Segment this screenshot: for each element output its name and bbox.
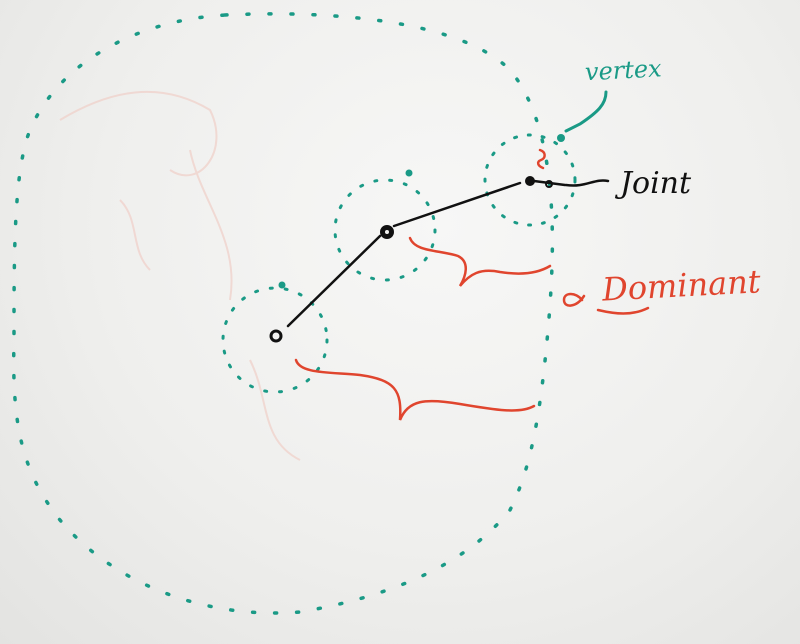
dominant-brace-large — [294, 358, 536, 421]
red-tick-mark — [536, 148, 546, 170]
vertex-dot-1 — [278, 281, 286, 289]
dominant-underline — [596, 306, 650, 315]
joint-influence-circle-2 — [333, 178, 437, 282]
outer-influence-boundary — [11, 12, 555, 615]
vertex-dot-2 — [405, 169, 413, 177]
bone-chain — [286, 179, 567, 328]
proportional-symbol — [562, 292, 586, 307]
ghost-marks — [59, 90, 301, 461]
joint-influence-circle-1 — [221, 286, 329, 394]
vertex-label: vertex — [584, 54, 662, 86]
joint-influence-circle-3 — [483, 133, 577, 227]
joint-2 — [380, 225, 394, 239]
joint-pointer-line — [564, 179, 610, 187]
joint-3 — [525, 176, 553, 188]
dominant-brace-small — [408, 236, 552, 287]
vertex-dot-3 — [557, 134, 565, 142]
joint-label: Joint — [614, 166, 692, 201]
dominant-label: Dominant — [600, 262, 762, 308]
joint-1 — [269, 329, 283, 343]
vertex-pointer-line — [564, 90, 608, 133]
